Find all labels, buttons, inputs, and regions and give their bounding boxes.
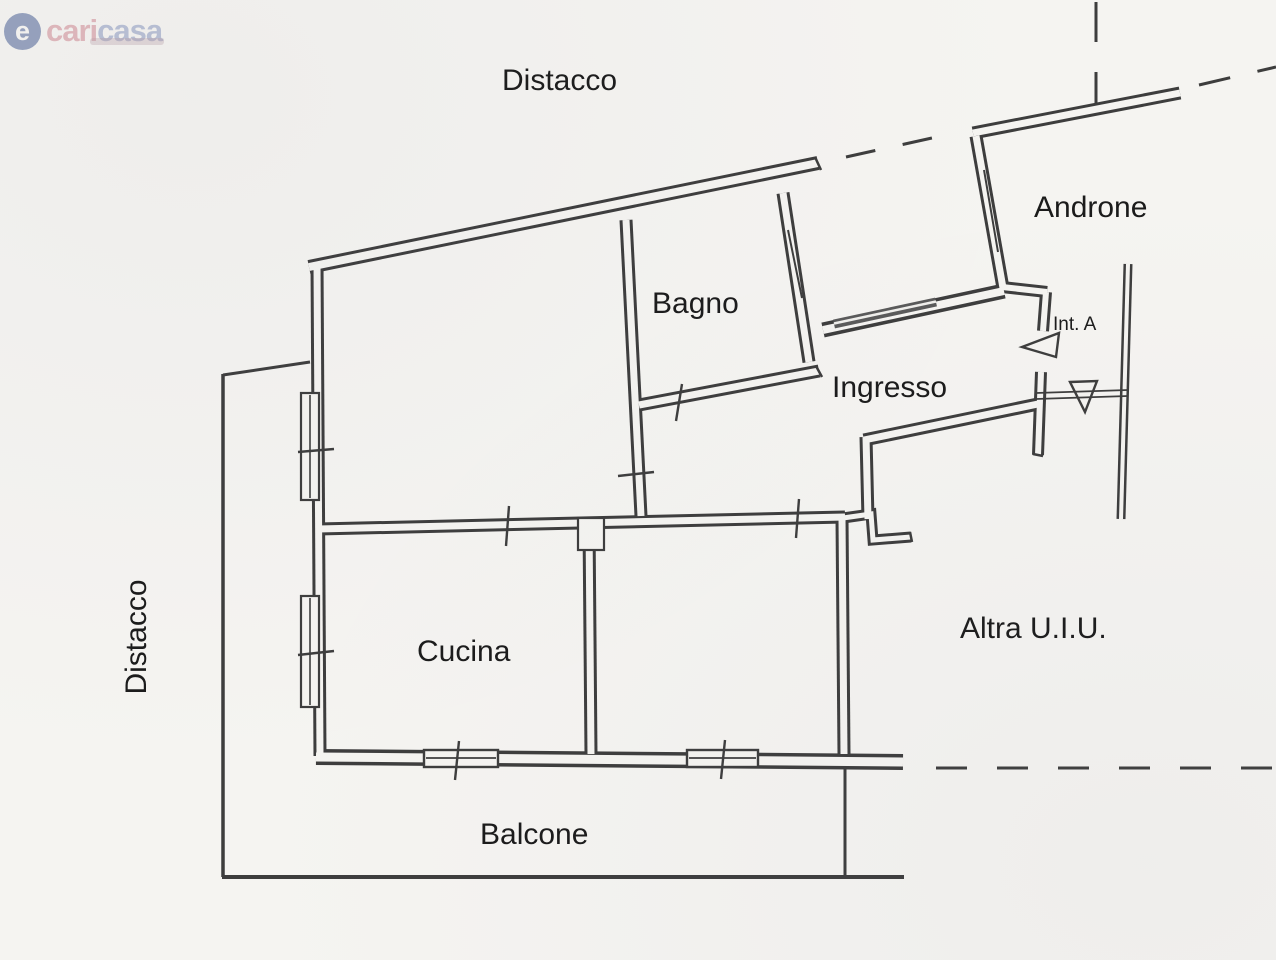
direction-symbols [1018,331,1099,415]
walls-inner [308,89,1181,767]
label-distacco-left: Distacco [120,579,153,694]
door-direction-arrow-int-a [1018,331,1061,359]
logo: e cari casa [4,8,163,54]
window-bagno-right [787,229,803,299]
ingresso-threshold-band [833,297,937,329]
logo-text-casa: casa [97,13,163,48]
logo-text-cari: cari [46,13,98,48]
label-cucina: Cucina [417,635,511,668]
label-distacco-top: Distacco [502,64,617,97]
window-symbols [299,169,999,769]
plan-labels: Distacco Distacco Androne Bagno Ingresso… [120,64,1147,851]
label-androne: Androne [1034,191,1147,224]
wall-notch [576,516,606,552]
label-bagno: Bagno [652,287,739,320]
dashed-line-top-right [1198,65,1276,87]
stair-direction-arrow [1068,379,1099,415]
label-balcone: Balcone [480,818,588,851]
logo-tagline [90,38,164,45]
wall-tick-marks [297,383,801,781]
wall-end-caps [813,156,1044,543]
site-boundary-lines [221,360,904,879]
label-ingresso: Ingresso [832,371,947,404]
logo-e-icon: e [4,12,41,50]
dashed-line-top-gap [845,134,942,159]
stair-landing-lines [1035,389,1129,400]
window-androne-left [983,169,999,253]
dashed-boundary-lines [845,2,1276,770]
label-altra-uiu: Altra U.I.U. [960,612,1107,645]
label-int-a: Int. A [1053,314,1097,335]
